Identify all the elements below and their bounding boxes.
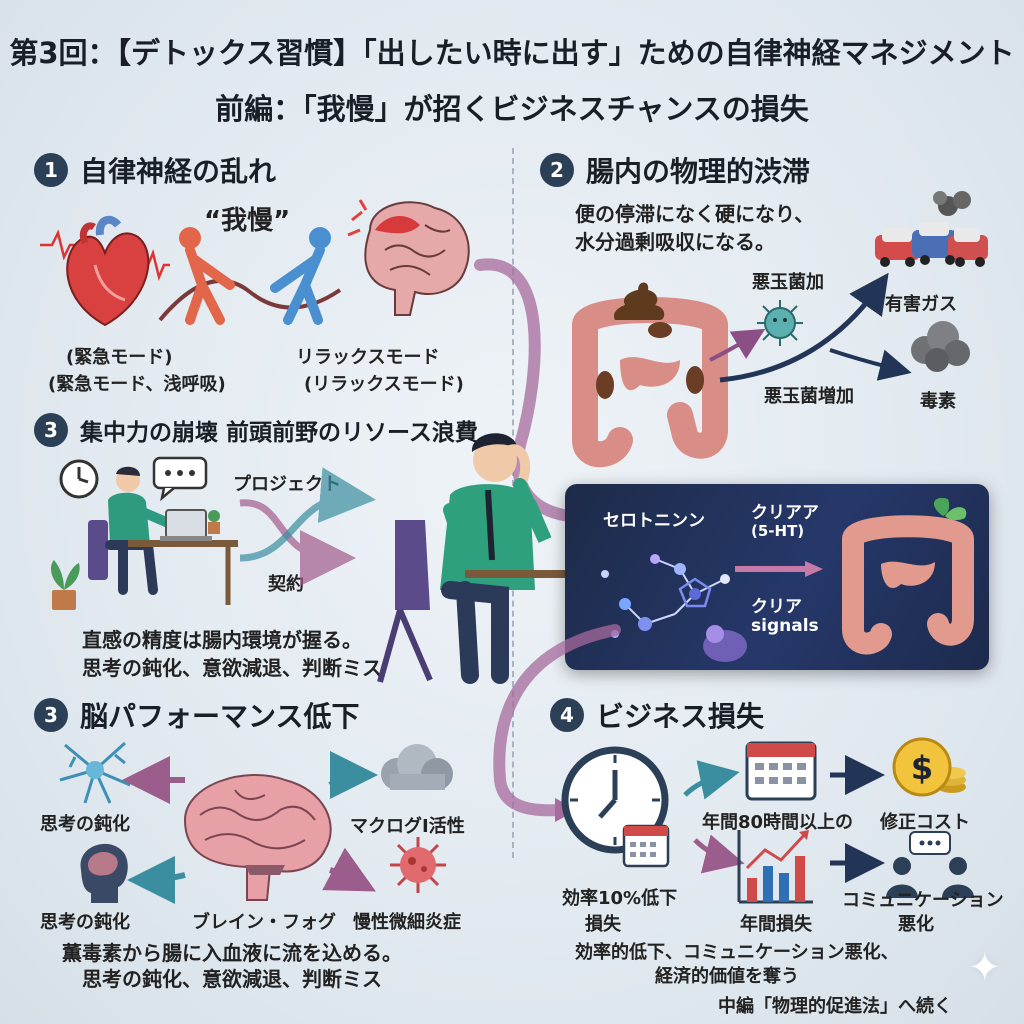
section-number: 3 — [34, 413, 68, 447]
serotonin-panel: セロトニンン クリアア (5-HT) クリア signals — [565, 484, 989, 670]
s4-summary-2: 経済的価値を奪う — [655, 966, 799, 987]
head-icon — [80, 843, 128, 903]
section-4-header: 4 ビジネス損失 — [550, 695, 764, 735]
svg-text:$: $ — [911, 749, 933, 787]
s2-desc-1: 便の停滞になく硬になり、 — [575, 202, 815, 226]
label-toxin: 毒素 — [920, 391, 956, 412]
label-project: プロジェクト — [233, 474, 341, 495]
label-loss: 損失 — [585, 914, 621, 935]
people-icon — [886, 831, 974, 898]
section-3a-header: 3 集中力の崩壊 前頭前野のリソース浪費 — [34, 413, 478, 447]
laptop-icon — [88, 466, 238, 605]
label-fix-cost: 修正コスト — [880, 812, 970, 833]
sparkle-icon: ✦ — [968, 945, 1002, 991]
gaman-quote: “我慢” — [204, 206, 291, 236]
s3a-arrows — [239, 467, 376, 586]
to-be-continued: 中編「物理的促進法」へ続く — [718, 996, 952, 1017]
section-1-header: 1 自律神経の乱れ — [34, 150, 276, 190]
label-inflammation: 慢性微細炎症 — [353, 912, 461, 933]
label-dull-thinking-2: 思考の鈍化 — [40, 912, 130, 933]
section-3b-header: 3 脳パフォーマンス低下 — [34, 695, 359, 735]
bar-chart-icon — [737, 830, 813, 904]
stressed-man-icon — [377, 433, 570, 684]
label-relax-paren: (リラックスモード) — [304, 374, 464, 395]
label-macro: マクログI活性 — [350, 816, 465, 837]
car-icon — [875, 191, 988, 267]
label-contract: 契約 — [268, 574, 304, 595]
plant-icon — [208, 510, 220, 534]
intestine-icon — [572, 297, 728, 468]
label-emergency-breath: (緊急モード、浅呼吸) — [48, 374, 226, 395]
label-dull-thinking: 思考の鈍化 — [40, 814, 130, 835]
s2-arrows — [709, 272, 912, 383]
label-efficiency: 効率10%低下 — [562, 888, 678, 909]
label-relax: リラックスモード — [296, 347, 440, 368]
section-title: 自律神経の乱れ — [80, 155, 277, 188]
label-bad-bacteria: 悪玉菌加 — [752, 272, 824, 293]
s3b-note-2: 思考の鈍化、意欲減退、判断ミス — [82, 967, 382, 991]
section-title: ビジネス損失 — [596, 700, 765, 733]
cloud-icon — [381, 744, 453, 790]
heart-icon — [40, 215, 170, 327]
section-number: 3 — [34, 698, 68, 732]
coin-icon: $ — [892, 737, 966, 797]
page-subtitle: 前編：「我慢」が招くビジネスチャンスの損失 — [215, 92, 809, 126]
tug-of-war-icon — [158, 227, 342, 325]
virus-icon — [390, 837, 446, 893]
smoke-icon — [911, 321, 970, 372]
neuron-icon — [59, 741, 131, 804]
flow-arrow-brain-to-panel — [474, 258, 586, 523]
section-title: 腸内の物理的渋滞 — [586, 155, 811, 188]
label-serotonin: セロトニンン — [603, 511, 705, 531]
label-annual-loss: 年間損失 — [740, 914, 812, 935]
poop-icon — [613, 282, 665, 320]
s3b-arrows — [122, 751, 378, 904]
label-emergency: (緊急モード) — [66, 347, 173, 368]
calendar-icon — [745, 741, 817, 801]
section-title: 脳パフォーマンス低下 — [80, 700, 360, 733]
label-bad-bacteria-increase: 悪玉菌増加 — [764, 386, 854, 407]
clock-icon — [59, 459, 99, 499]
label-signals: signals — [751, 616, 819, 636]
s3a-note-1: 直感の精度は腸内環境が握る。 — [82, 628, 362, 652]
label-5ht: (5-HT) — [751, 522, 805, 540]
s3a-note-2: 思考の鈍化、意欲減退、判断ミス — [82, 656, 382, 680]
page-title: 第3回：【デトックス習慣】「出したい時に出す」ための自律神経マネジメント — [9, 36, 1015, 70]
s3b-note-1: 薫毒素から腸に入血液に流を込める。 — [62, 941, 402, 965]
label-worse: 悪化 — [898, 914, 934, 935]
label-harmful-gas: 有害ガス — [885, 294, 957, 315]
s2-desc-2: 水分過剰吸収になる。 — [575, 230, 775, 254]
label-annual-80h: 年間80時間以上の — [702, 812, 854, 833]
calendar-icon — [622, 824, 670, 868]
brain-icon — [347, 199, 470, 316]
molecule-icon — [601, 554, 747, 662]
s4-summary-1: 効率的低下、コミュニケーション悪化、 — [575, 942, 899, 963]
section-number: 1 — [34, 153, 68, 187]
bacteria-icon — [757, 300, 803, 346]
plant-icon — [51, 560, 80, 610]
label-clear-2: クリア — [751, 597, 802, 617]
section-number: 2 — [540, 153, 574, 187]
panel-arrow — [735, 561, 823, 577]
s4-arrows-top — [683, 755, 885, 883]
section-title: 集中力の崩壊 前頭前野のリソース浪費 — [80, 420, 478, 446]
label-clear: クリアア — [751, 503, 819, 523]
label-communication: コミュニケーション — [842, 890, 1004, 911]
section-number: 4 — [550, 698, 584, 732]
brain-icon — [183, 774, 332, 901]
speech-bubble-icon — [152, 456, 208, 502]
section-2-header: 2 腸内の物理的渋滞 — [540, 150, 810, 190]
label-brain-fog: ブレイン・フォグ — [192, 912, 336, 933]
intestine-icon — [842, 497, 974, 655]
